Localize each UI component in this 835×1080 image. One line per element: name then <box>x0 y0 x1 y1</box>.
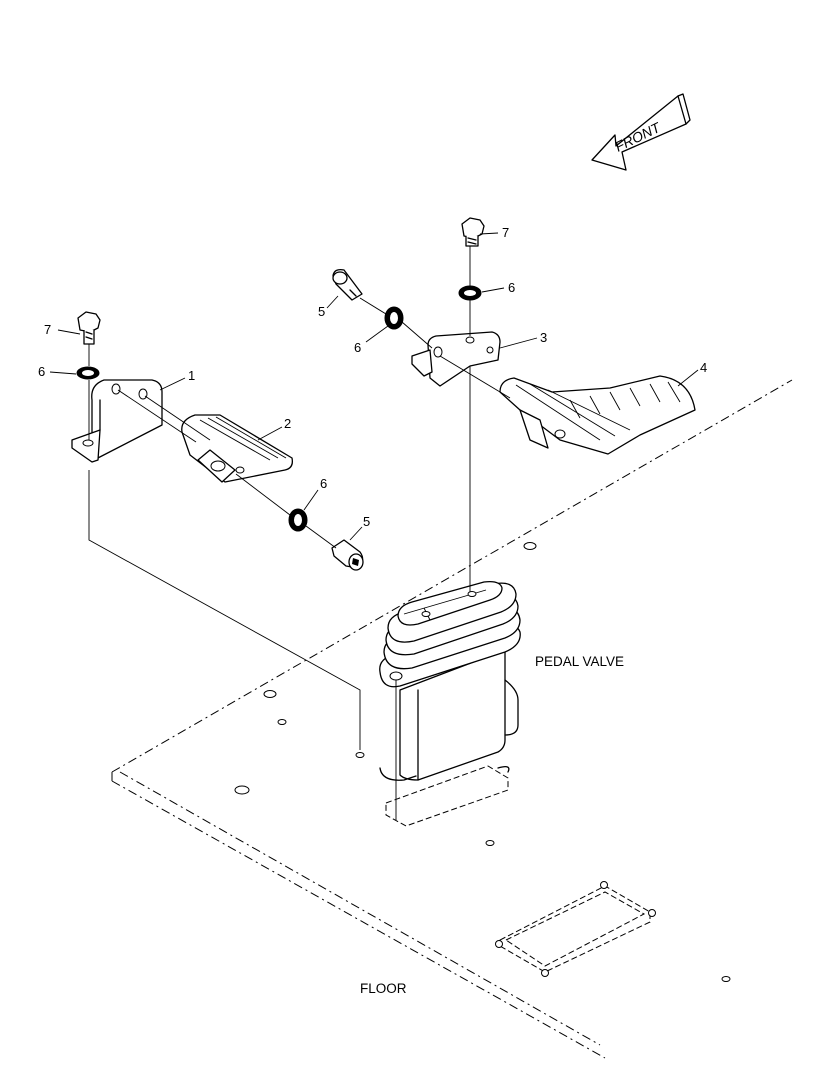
callout-left-lower-screw: 5 <box>363 514 370 529</box>
right-bracket <box>411 331 501 387</box>
left-bracket <box>71 379 163 463</box>
alignment-lines <box>88 246 511 820</box>
floor-label: FLOOR <box>360 981 407 996</box>
right-bolt <box>461 217 485 247</box>
left-lower-screw <box>331 539 364 571</box>
callout-left-lower-washer: 6 <box>320 476 327 491</box>
front-label: FRONT <box>612 119 664 155</box>
callout-right-pedal: 4 <box>700 360 707 375</box>
callout-left-washer: 6 <box>38 364 45 379</box>
right-pedal <box>499 375 696 455</box>
right-screw <box>332 268 363 301</box>
callout-leaders <box>49 232 699 541</box>
callout-right-upper-washer: 6 <box>354 340 361 355</box>
left-pedal <box>181 414 293 483</box>
front-arrow: FRONT <box>591 93 691 171</box>
left-bolt <box>77 311 101 345</box>
pedal-valve <box>379 580 521 781</box>
callout-left-bracket: 1 <box>188 368 195 383</box>
callout-right-bracket: 3 <box>540 330 547 345</box>
callout-right-bolt-washer: 6 <box>508 280 515 295</box>
callout-numbers: 7 6 1 2 6 5 5 6 7 6 3 4 <box>38 225 707 529</box>
floor-plate <box>111 379 793 1059</box>
callout-right-bolt: 7 <box>502 225 509 240</box>
callout-left-bolt: 7 <box>44 322 51 337</box>
callout-right-screw: 5 <box>318 304 325 319</box>
pedal-valve-label: PEDAL VALVE <box>535 654 624 669</box>
callout-left-pedal: 2 <box>284 416 291 431</box>
